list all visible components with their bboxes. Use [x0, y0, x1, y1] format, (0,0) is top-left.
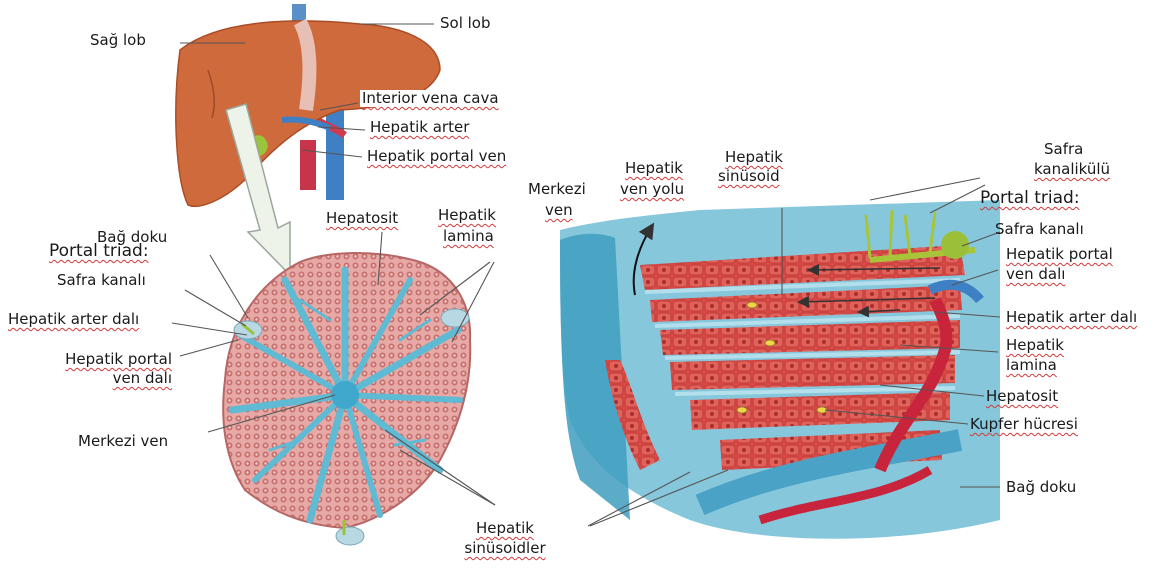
label-lobule-hepatocyte: Hepatosit	[326, 210, 398, 227]
label-detail-bile-duct: Safra kanalı	[995, 221, 1084, 238]
label-detail-canaliculus-line1: Safra	[1044, 141, 1083, 158]
label-detail-vein-path-line1: Hepatik	[625, 160, 683, 177]
detail-illustration	[560, 200, 1000, 539]
label-lobule-lamina-line2: lamina	[443, 228, 494, 245]
label-detail-kupffer-cell: Kupfer hücresi	[970, 416, 1078, 433]
label-inferior-vena-cava: Interior vena cava	[360, 90, 501, 107]
label-left-lobe: Sol lob	[440, 15, 491, 32]
label-lobule-sinusoids-line2: sinüsoidler	[455, 540, 555, 557]
label-lobule-central-vein: Merkezi ven	[78, 433, 168, 450]
label-detail-sinusoid-line1: Hepatik	[725, 149, 783, 166]
label-detail-central-vein-line1: Merkezi	[528, 181, 586, 198]
label-detail-connective-tissue: Bağ doku	[1006, 479, 1076, 496]
label-lobule-hepatic-artery-branch: Hepatik arter dalı	[8, 311, 139, 328]
label-detail-portal-triad: Portal triad:	[980, 190, 1080, 207]
label-detail-central-vein-line2: ven	[545, 202, 573, 219]
label-detail-hepatocyte: Hepatosit	[986, 388, 1058, 405]
label-hepatic-portal-vein: Hepatik portal ven	[365, 148, 508, 165]
label-detail-sinusoid-line2: sinüsoid	[718, 168, 780, 185]
label-lobule-portal-vein-branch-line2: ven dalı	[40, 370, 172, 387]
label-detail-portal-vein-line1: Hepatik portal	[1006, 246, 1113, 263]
label-lobule-bile-duct: Safra kanalı	[57, 272, 146, 289]
label-hepatic-artery: Hepatik arter	[368, 119, 471, 136]
label-detail-lamina-line2: lamina	[1006, 357, 1057, 374]
label-lobule-lamina-line1: Hepatik	[438, 207, 496, 224]
label-detail-portal-vein-line2: ven dalı	[1006, 266, 1065, 283]
label-lobule-portal-triad: Portal triad:	[49, 243, 149, 260]
label-right-lobe: Sağ lob	[90, 32, 146, 49]
label-detail-vein-path-line2: ven yolu	[620, 181, 684, 198]
lobule-illustration	[223, 253, 470, 545]
label-lobule-sinusoids-line1: Hepatik	[460, 520, 550, 537]
label-lobule-portal-vein-branch-line1: Hepatik portal	[40, 351, 172, 368]
label-detail-lamina-line1: Hepatik	[1006, 337, 1064, 354]
label-detail-canaliculus-line2: kanalikülü	[1034, 161, 1110, 178]
label-detail-artery-branch: Hepatik arter dalı	[1006, 309, 1137, 326]
